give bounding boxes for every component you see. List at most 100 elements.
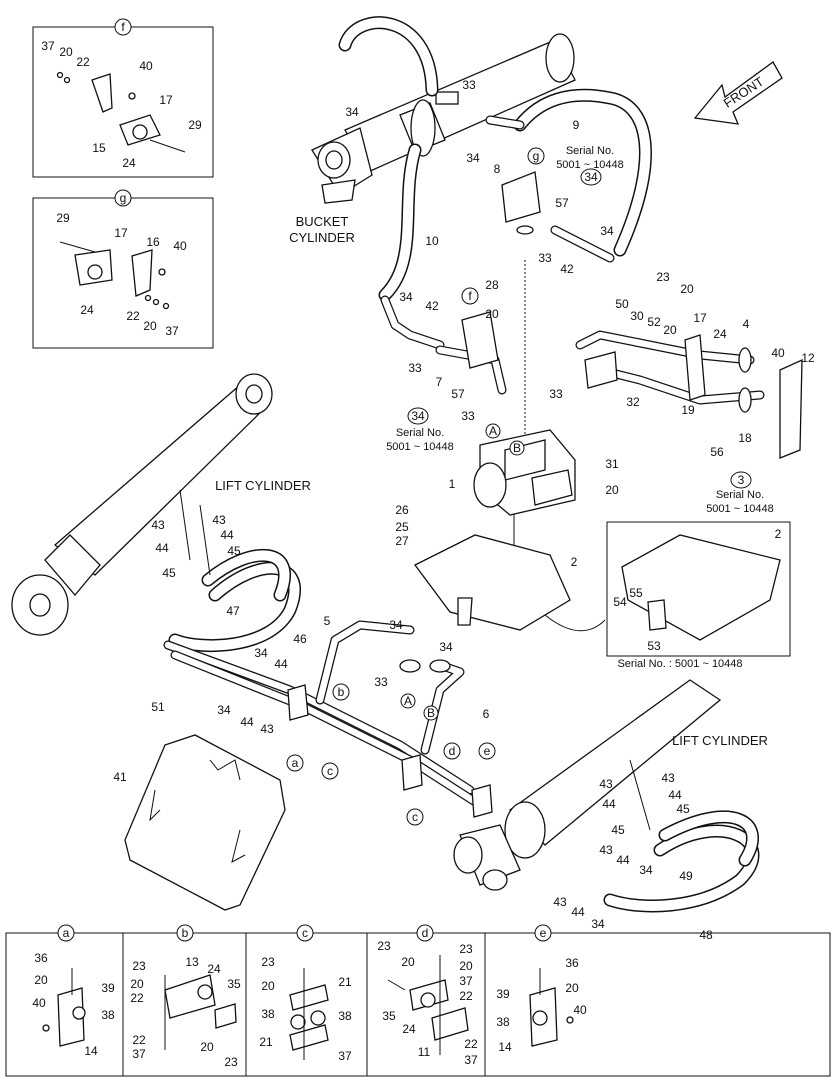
callout-main_callouts-56: 34 <box>217 703 231 717</box>
g-callout-16: 16 <box>146 235 160 249</box>
callout-main_callouts-44: 43 <box>212 513 226 527</box>
callout-main_callouts-4: 33 <box>538 251 552 265</box>
f-callout-22: 22 <box>76 55 90 69</box>
callout-strip_b-5: 35 <box>227 977 241 991</box>
callout-main_callouts-11: 42 <box>425 299 439 313</box>
callout-main_callouts-46: 45 <box>227 544 241 558</box>
callout-detail_tags-2: a <box>63 926 70 940</box>
callout-main_callouts-40: 2 <box>571 555 578 569</box>
callout-detail_tags-3: b <box>182 926 189 940</box>
callout-main_callouts-51: 34 <box>439 640 453 654</box>
callout-serial_notes-top-ref: 34 <box>584 170 598 184</box>
callout-serial_notes-right-ref: 3 <box>738 473 745 487</box>
f-callout-20: 20 <box>59 45 73 59</box>
center-tags: b a c d e c A B <box>286 683 496 826</box>
right-tubes <box>575 330 803 459</box>
lift-cylinder-right-caption: LIFT CYLINDER <box>672 733 768 748</box>
callout-detail_tags-5: d <box>422 926 429 940</box>
g-callout-17: 17 <box>114 226 128 240</box>
callout-main_callouts-50: 34 <box>389 618 403 632</box>
callout-strip_b-1: 13 <box>185 955 199 969</box>
callout-strip_d-2: 20 <box>401 955 415 969</box>
bracket-g-tag: g <box>533 149 540 163</box>
callout-main_callouts-62: 44 <box>602 797 616 811</box>
callout-main_callouts-53: 6 <box>483 707 490 721</box>
callout-serial_notes-left-title: Serial No. <box>396 427 444 439</box>
callout-strip_c-6: 37 <box>338 1049 352 1063</box>
bucket-hoses <box>338 16 652 395</box>
callout-port_tags-1: B <box>427 706 435 720</box>
callout-main_callouts-8: 34 <box>345 105 359 119</box>
inset-f: f 37 20 22 40 17 15 24 29 <box>32 18 214 178</box>
callout-main_callouts-65: 44 <box>668 788 682 802</box>
g-callout-40: 40 <box>173 239 187 253</box>
callout-main_callouts-28: 12 <box>801 351 815 365</box>
bucket-cylinder-caption-2: CYLINDER <box>289 230 355 245</box>
center-pipes <box>163 620 493 818</box>
callout-main_callouts-16: 28 <box>485 278 499 292</box>
mounting-plate <box>414 534 571 631</box>
g-callout-29: 29 <box>56 211 70 225</box>
callout-strip_c-3: 38 <box>261 1007 275 1021</box>
port-tag-A: A <box>489 424 497 438</box>
callout-strip_c-2: 21 <box>338 975 352 989</box>
callout-strip_b-0: 23 <box>132 959 146 973</box>
callout-main_callouts-47: 47 <box>226 604 240 618</box>
callout-main_callouts-42: 44 <box>155 541 169 555</box>
callout-main_callouts-33: 56 <box>710 445 724 459</box>
callout-main_callouts-74: 48 <box>699 928 713 942</box>
callout-detail_tags-6: e <box>484 744 491 758</box>
callout-main_callouts-12: 33 <box>408 361 422 375</box>
callout-main_callouts-3: 34 <box>600 224 614 238</box>
callout-main_callouts-15: 33 <box>461 409 475 423</box>
callout-strip_b-6: 22 <box>132 1033 146 1047</box>
callout-main_callouts-27: 40 <box>771 346 785 360</box>
callout-strip_d-4: 37 <box>459 974 473 988</box>
callout-main_callouts-30: 32 <box>626 395 640 409</box>
callout-main_callouts-48: 46 <box>293 632 307 646</box>
callout-main_callouts-13: 7 <box>436 375 443 389</box>
bracket-g-main: g <box>501 147 545 235</box>
plate-callout-53: 53 <box>647 639 661 653</box>
callout-main_callouts-6: 34 <box>466 151 480 165</box>
callout-strip_b-3: 20 <box>130 977 144 991</box>
callout-main_callouts-70: 49 <box>679 869 693 883</box>
callout-main_callouts-41: 43 <box>151 518 165 532</box>
callout-strip_a-0: 36 <box>34 951 48 965</box>
callout-serial_notes-right-title: Serial No. <box>716 489 764 501</box>
callout-main_callouts-7: 33 <box>462 78 476 92</box>
callout-main_callouts-73: 34 <box>591 917 605 931</box>
lift-cylinder-left-caption: LIFT CYLINDER <box>215 478 311 493</box>
callout-detail_tags-4: c <box>327 764 333 778</box>
callout-strip_d-8: 22 <box>464 1037 478 1051</box>
callout-main_callouts-9: 10 <box>425 234 439 248</box>
callout-strip_e-5: 14 <box>498 1040 512 1054</box>
callout-strip_b-7: 37 <box>132 1047 146 1061</box>
callout-serial_notes-top-range: 5001 ~ 10448 <box>556 159 624 171</box>
serial-note-right: 3 Serial No. 5001 ~ 10448 <box>706 471 774 515</box>
callout-strip_d-9: 11 <box>418 1045 431 1059</box>
f-callout-17: 17 <box>159 93 173 107</box>
g-callout-22: 22 <box>126 309 140 323</box>
callout-main_callouts-66: 45 <box>676 802 690 816</box>
callout-main_callouts-25: 24 <box>713 327 727 341</box>
callout-main_callouts-24: 17 <box>693 311 707 325</box>
callout-detail_tags-3: b <box>338 685 345 699</box>
callout-detail_tags-4: c <box>412 810 418 824</box>
callout-main_callouts-58: 43 <box>260 722 274 736</box>
plate-callout-54: 54 <box>613 595 627 609</box>
callout-strip_a-2: 39 <box>101 981 115 995</box>
inset-plate: 2 55 54 53 Serial No. : 5001 ~ 10448 <box>606 521 791 670</box>
inset-g-tag: g <box>120 191 127 205</box>
callout-main_callouts-60: 41 <box>113 770 127 784</box>
callout-main_callouts-14: 57 <box>451 387 465 401</box>
callout-strip_b-9: 23 <box>224 1055 238 1069</box>
callout-main_callouts-19: 20 <box>680 282 694 296</box>
callout-strip_d-5: 22 <box>459 989 473 1003</box>
cover-plate <box>124 734 286 911</box>
callout-main_callouts-32: 18 <box>738 431 752 445</box>
callout-strip_d-10: 37 <box>464 1053 478 1067</box>
control-valve: A B <box>473 423 576 516</box>
serial-note-left: 34 Serial No. 5001 ~ 10448 <box>386 407 454 453</box>
